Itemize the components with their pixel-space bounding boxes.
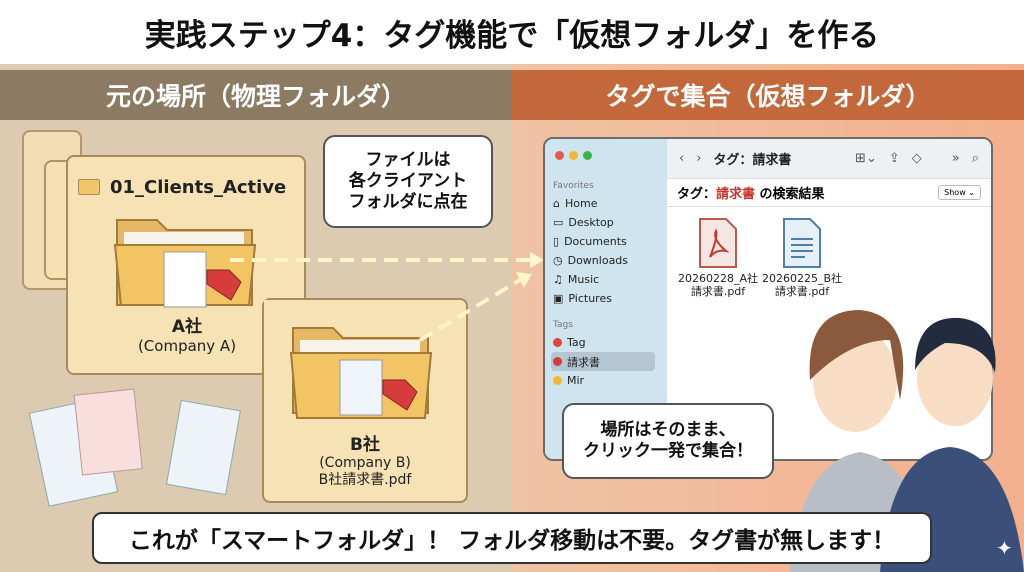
file-name: 20260228_A社 請求書.pdf [677,272,758,299]
finder-window: Favorites ⌂ Home ▭ Desktop ▯ Documents ◷ Dow… [543,137,993,461]
sidebar-item-documents[interactable]: ▯ Documents [551,232,667,251]
bottom-banner: これが「スマートフォルダ」！ フォルダ移動は不要。タグ書が無します！ [92,512,932,564]
file-item-b[interactable]: 20260225_B社 請求書.pdf [757,217,847,299]
bubble-line: フォルダに点在 [348,192,468,213]
finder-toolbar: ‹ › タグ：請求書 ⊞⌄ ⇪ ◇ » ⌕ [667,139,991,179]
folder-b-sub: (Company B) [319,455,411,471]
folder-a-icon [113,219,257,308]
window-controls [555,151,592,160]
toolbar-title: タグ：請求書 [713,153,792,168]
sidebar-item-label: Documents [564,235,627,248]
sidebar-tag-tag[interactable]: Tag [551,333,667,352]
tag-color-dot [553,338,562,347]
folder-icon [78,179,100,195]
bubble-line: クリック一発で集合！ [583,441,753,461]
sparkle-icon: ✦ [996,536,1013,560]
sidebar-item-label: Tag [567,336,586,349]
document-icon [783,218,821,268]
desktop-icon: ▭ [553,216,564,229]
tag-color-dot [553,376,562,385]
sidebar-item-label: 請求書 [567,355,600,369]
zoom-button[interactable] [583,151,592,160]
home-icon: ⌂ [553,197,560,210]
left-header: 元の場所（物理フォルダ） [0,70,512,120]
share-icon[interactable]: ⇪ [888,151,900,166]
clock-icon: ◷ [553,254,563,267]
result-prefix: タグ： [677,187,717,202]
speech-bubble-left: ファイルは 各クライアント フォルダに点在 [323,135,493,228]
sidebar-tag-invoice[interactable]: 請求書 [551,352,655,371]
folder-a-sub: (Company A) [137,337,237,355]
bubble-line: 各クライアント [348,170,468,191]
right-header: タグで集合（仮想フォルダ） [512,70,1024,120]
file-name: 20260225_B社 請求書.pdf [761,272,843,299]
sidebar-tag-mir[interactable]: Mir [551,371,667,390]
speech-bubble-right: 場所はそのまま、 クリック一発で集合！ [562,403,774,479]
pictures-icon: ▣ [553,292,564,305]
pdf-icon [699,218,737,268]
search-result-bar: タグ：請求書 の検索結果 Show ⌄ [667,179,991,207]
folder-b-icon [289,327,433,419]
favorites-label: Favorites [553,181,594,191]
show-dropdown[interactable]: Show ⌄ [938,185,981,200]
back-button[interactable]: ‹ [679,151,685,166]
more-icon[interactable]: » [951,151,960,166]
search-icon[interactable]: ⌕ [971,151,979,166]
folder-a-name: A社 [171,317,203,337]
document-icon: ▯ [553,235,560,248]
search-result-title: タグ：請求書 の検索結果 [677,183,825,202]
folder-b-file: B社請求書.pdf [318,472,412,488]
result-tag: 請求書 [716,187,756,202]
page-title: 実践ステップ4：タグ機能で「仮想フォルダ」を作る [0,0,1024,64]
tag-icon[interactable]: ◇ [911,151,922,166]
loose-documents [28,388,241,507]
tag-color-dot [553,357,562,366]
view-grid-icon[interactable]: ⊞⌄ [855,151,877,166]
sidebar-item-label: Desktop [568,216,614,229]
bubble-line: 場所はそのまま、 [600,419,736,440]
sidebar-item-label: Downloads [567,254,629,267]
bubble-line: ファイルは [365,149,451,170]
sidebar-item-music[interactable]: ♫ Music [551,270,667,289]
folder-b-name: B社 [350,435,380,455]
sidebar-item-label: Pictures [568,292,612,305]
file-item-a[interactable]: 20260228_A社 請求書.pdf [673,217,763,299]
root-folder-label: 01_Clients_Active [110,177,287,198]
show-label: Show [944,188,966,197]
sidebar-item-label: Mir [567,374,585,387]
sidebar-item-downloads[interactable]: ◷ Downloads [551,251,667,270]
minimize-button[interactable] [569,151,578,160]
result-suffix: の検索結果 [755,187,825,202]
sidebar-item-pictures[interactable]: ▣ Pictures [551,289,667,308]
music-icon: ♫ [553,273,563,286]
sidebar-item-label: Home [564,197,598,210]
tags-label: Tags [553,320,573,330]
sidebar-item-label: Music [567,273,600,286]
sidebar-item-home[interactable]: ⌂ Home [551,194,667,213]
close-button[interactable] [555,151,564,160]
sidebar-item-desktop[interactable]: ▭ Desktop [551,213,667,232]
forward-button[interactable]: › [696,151,702,166]
dashed-arrows [230,252,544,342]
